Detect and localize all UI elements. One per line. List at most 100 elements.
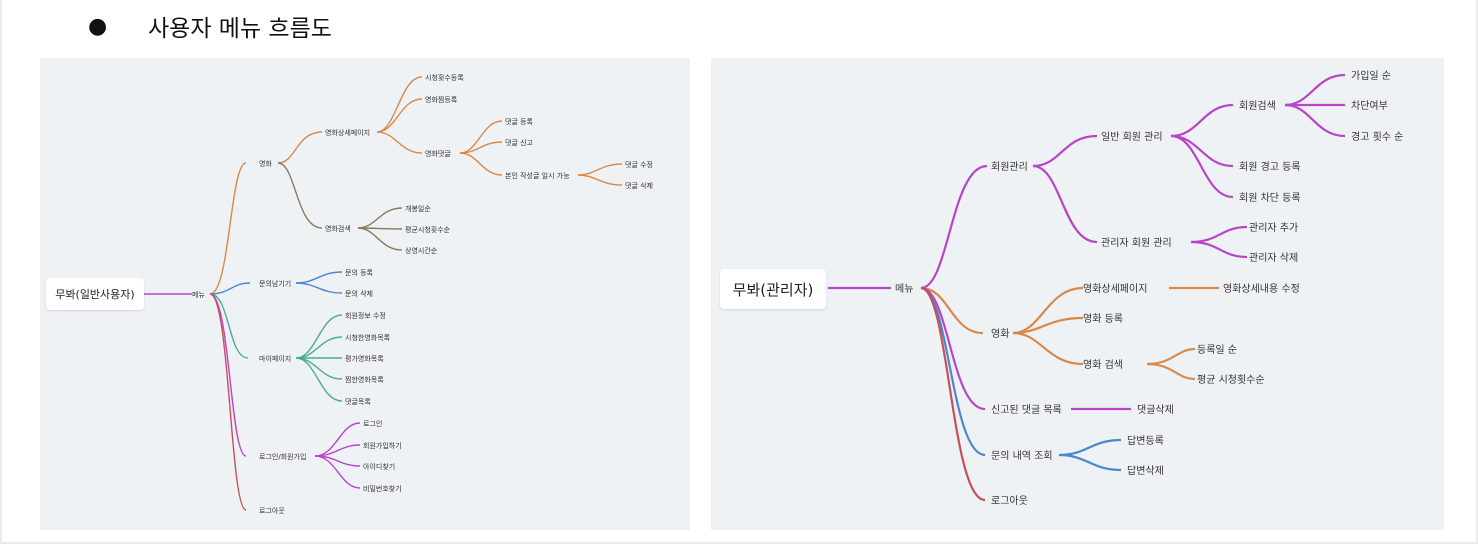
edge-search-3 xyxy=(1284,103,1346,138)
user-node-own-2: 댓글 삭제 xyxy=(625,181,653,190)
edge-menu-logout xyxy=(920,286,986,502)
admin-root-node: 무봐(관리자) xyxy=(720,269,826,309)
edge-own-1 xyxy=(577,163,623,176)
edge-msearch-1 xyxy=(1146,347,1196,366)
edge-mypage-5 xyxy=(295,357,343,402)
bullet-icon: ● xyxy=(88,13,108,39)
user-node-comment-2: 댓글 신고 xyxy=(505,138,534,147)
edge-menu-reported xyxy=(920,286,986,411)
edge-comment-1 xyxy=(459,120,503,154)
user-node-detail-3: 영화댓글 xyxy=(425,149,451,158)
edge-mypage-4 xyxy=(295,357,343,380)
user-node-search-1: 개봉일순 xyxy=(405,204,431,213)
user-node-movie-search: 영화검색 xyxy=(325,224,351,233)
edge-search-1 xyxy=(1284,73,1346,107)
edge-admin-2 xyxy=(1190,240,1248,259)
admin-node-search: 회원검색 xyxy=(1239,100,1276,112)
admin-node-admin-mgmt: 관리자 회원 관리 xyxy=(1101,237,1172,249)
user-node-login-3: 아이디찾기 xyxy=(363,462,395,471)
edge-menu-movie xyxy=(920,286,984,335)
edge-mypage-2 xyxy=(295,336,343,359)
edge-mypage-1 xyxy=(295,314,343,359)
user-node-login-2: 회원가입하기 xyxy=(363,441,402,450)
heading-title: 사용자 메뉴 흐름도 xyxy=(148,16,332,42)
user-node-login: 로그인/회원가입 xyxy=(259,452,306,461)
user-node-mypage: 마이페이지 xyxy=(259,354,291,363)
edge-movie-detail xyxy=(277,131,323,164)
user-node-inquiry-2: 문의 삭제 xyxy=(345,289,373,298)
edge-inquiry-2 xyxy=(1058,453,1122,472)
edge-login-4 xyxy=(314,455,361,489)
edge-member-general xyxy=(1032,134,1098,168)
edge-movie-detail xyxy=(1012,286,1084,335)
admin-node-search-2: 차단여부 xyxy=(1351,100,1388,112)
user-node-movie-detail: 영화상세페이지 xyxy=(325,128,370,137)
section-heading: ● 사용자 메뉴 흐름도 xyxy=(88,8,332,44)
admin-node-inquiry-2: 답변삭제 xyxy=(1127,465,1164,477)
admin-node-admin-2: 관리자 삭제 xyxy=(1249,252,1298,264)
user-node-movie: 영화 xyxy=(259,159,272,168)
admin-node-search-3: 경고 횟수 순 xyxy=(1351,130,1403,143)
edge-admin-1 xyxy=(1190,225,1248,244)
user-node-mypage-5: 댓글목록 xyxy=(345,397,371,406)
edge-comment-2 xyxy=(459,141,503,154)
admin-node-search-1: 가입일 순 xyxy=(1351,69,1391,82)
user-mindmap-canvas: 메뉴 영화 영화상세페이지 시청횟수등록 영화찜등록 영화댓글 댓글 등록 댓글… xyxy=(144,73,653,515)
admin-node-general: 일반 회원 관리 xyxy=(1101,131,1163,143)
admin-node-msearch-2: 평균 시청횟수순 xyxy=(1197,374,1265,386)
user-node-mypage-1: 회원정보 수정 xyxy=(345,311,386,320)
edge-general-search xyxy=(1170,103,1234,138)
user-node-mypage-4: 찜한영화목록 xyxy=(345,375,384,384)
user-menu-label: 메뉴 xyxy=(192,291,205,299)
admin-node-movie: 영화 xyxy=(991,328,1009,340)
admin-node-reported: 신고된 댓글 목록 xyxy=(991,404,1062,416)
edge-menu-logout xyxy=(209,293,247,511)
user-mindmap-panel: 메뉴 영화 영화상세페이지 시청횟수등록 영화찜등록 영화댓글 댓글 등록 댓글… xyxy=(40,58,690,530)
admin-node-movie-search: 영화 검색 xyxy=(1083,359,1123,371)
admin-node-warn: 회원 경고 등록 xyxy=(1239,160,1301,173)
edge-menu-login xyxy=(209,293,247,457)
edge-comment-3 xyxy=(459,152,503,176)
user-node-comment-1: 댓글 등록 xyxy=(505,117,534,126)
edge-general-warn xyxy=(1170,134,1234,168)
user-node-own-1: 댓글 수정 xyxy=(625,160,653,169)
user-node-logout: 로그아웃 xyxy=(259,506,285,515)
edge-inquiry-2 xyxy=(295,282,343,294)
user-node-inquiry: 문의남기기 xyxy=(259,279,291,288)
user-node-detail-1: 시청횟수등록 xyxy=(425,73,464,82)
user-node-mypage-2: 시청한영화목록 xyxy=(345,333,391,342)
edge-search-3 xyxy=(357,227,403,251)
edge-own-2 xyxy=(577,174,623,186)
edge-inquiry-1 xyxy=(1058,438,1122,457)
edge-movie-register xyxy=(1012,316,1084,335)
user-node-inquiry-1: 문의 등록 xyxy=(345,268,374,277)
admin-node-detail: 영화상세페이지 xyxy=(1083,283,1147,295)
edge-detail-1 xyxy=(376,76,423,133)
edge-general-block xyxy=(1170,134,1234,199)
admin-node-member: 회원관리 xyxy=(991,161,1028,173)
user-node-detail-2: 영화찜등록 xyxy=(425,95,458,104)
admin-node-detail-edit: 영화상세내용 수정 xyxy=(1223,283,1300,295)
edge-menu-mypage xyxy=(209,293,249,359)
admin-mindmap-canvas: 메뉴 회원관리 일반 회원 관리 회원검색 가입일 순 차단여부 경고 횟수 순… xyxy=(828,69,1403,507)
user-node-login-1: 로그인 xyxy=(363,419,382,428)
user-root-node: 무봐(일반사용자) xyxy=(46,278,144,310)
edge-menu-member xyxy=(920,164,988,290)
edge-search-1 xyxy=(357,207,403,229)
admin-node-admin-1: 관리자 추가 xyxy=(1249,222,1298,234)
edge-member-admin xyxy=(1032,164,1098,244)
admin-node-block: 회원 차단 등록 xyxy=(1239,192,1301,204)
edge-inquiry-1 xyxy=(295,271,343,284)
edge-msearch-2 xyxy=(1146,362,1196,381)
user-node-login-4: 비밀번호찾기 xyxy=(363,484,402,493)
admin-node-inquiry: 문의 내역 조회 xyxy=(991,450,1053,462)
edge-movie-search xyxy=(1012,331,1084,366)
admin-menu-label: 메뉴 xyxy=(895,283,913,295)
edge-detail-3 xyxy=(376,131,423,154)
admin-node-logout: 로그아웃 xyxy=(991,495,1028,507)
edge-detail-2 xyxy=(376,98,423,133)
user-node-search-2: 평균시청횟수순 xyxy=(405,225,451,234)
user-node-mypage-3: 평가영화목록 xyxy=(345,354,384,363)
admin-node-msearch-1: 등록일 순 xyxy=(1197,344,1237,356)
